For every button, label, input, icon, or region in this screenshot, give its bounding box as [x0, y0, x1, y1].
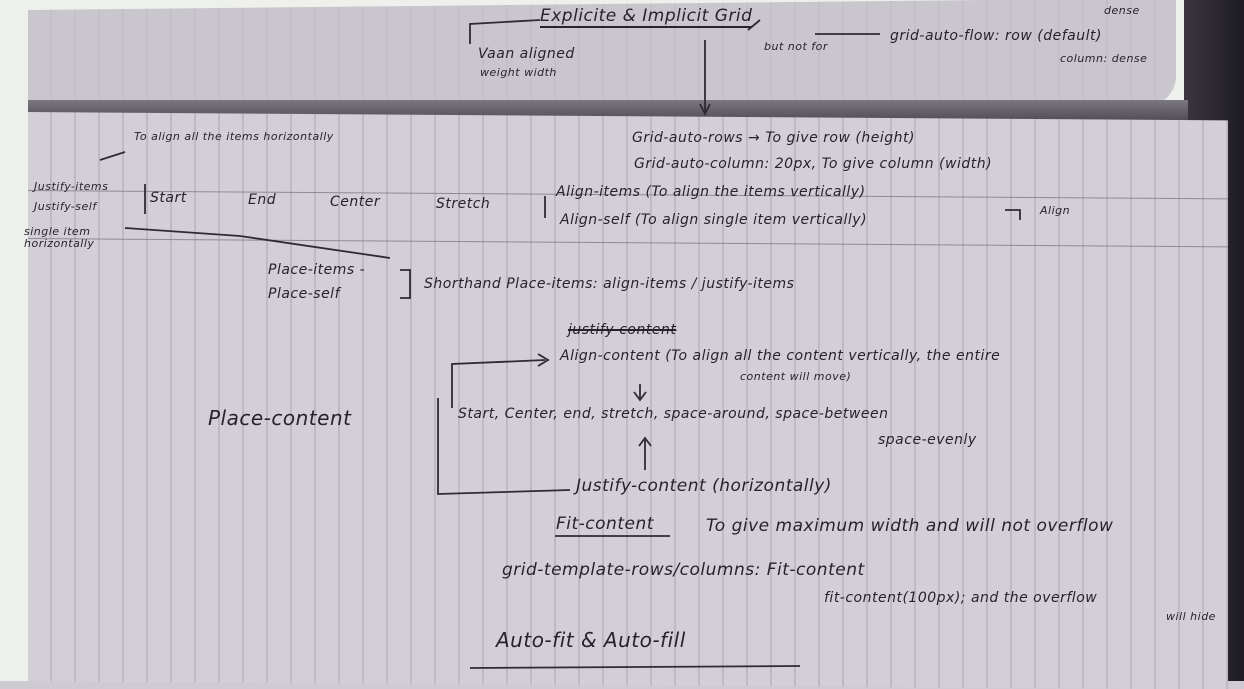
note-align-content-2: content will move)	[740, 370, 852, 383]
note-fit-content-px-2: will hide	[1166, 610, 1216, 623]
note-shorthand: Shorthand Place-items: align-items / jus…	[424, 276, 795, 292]
note-align-right: Align	[1040, 204, 1071, 217]
note-grid-template: grid-template-rows/columns: Fit-content	[502, 560, 865, 580]
note-top-left-2: weight width	[480, 66, 557, 79]
value-end: End	[248, 192, 277, 208]
note-auto-cols: Grid-auto-column: 20px, To give column (…	[634, 156, 993, 172]
note-justify-self: Justify-self	[34, 200, 97, 213]
note-single-item: single item horizontally	[24, 225, 95, 250]
note-top-corner: dense	[1104, 4, 1140, 17]
note-fit-content-desc: To give maximum width and will not overf…	[706, 516, 1114, 536]
note-align-items: Align-items (To align the items vertical…	[556, 184, 866, 200]
note-auto-rows: Grid-auto-rows → To give row (height)	[632, 130, 915, 146]
note-top-left-1: Vaan aligned	[478, 46, 575, 62]
note-place-self: Place-self	[268, 286, 340, 302]
note-place-items: Place-items -	[268, 262, 366, 278]
note-fit-content: Fit-content	[556, 514, 654, 534]
note-content-values: Start, Center, end, stretch, space-aroun…	[458, 406, 889, 422]
value-center: Center	[330, 194, 381, 210]
note-top-title: Explicite & Implicit Grid	[540, 6, 753, 28]
note-auto-fit: Auto-fit & Auto-fill	[496, 628, 686, 652]
note-top-right-1: grid-auto-flow: row (default)	[890, 28, 1102, 44]
note-place-content: Place-content	[208, 406, 352, 430]
note-align-all: To align all the items horizontally	[134, 130, 334, 143]
value-stretch: Stretch	[436, 196, 491, 212]
note-fit-content-px: fit-content(100px); and the overflow	[824, 590, 1098, 606]
note-top-right-2: column: dense	[1060, 52, 1148, 65]
note-align-content: Align-content (To align all the content …	[560, 348, 1001, 364]
note-justify-items: Justify-items	[34, 180, 109, 193]
note-align-self: Align-self (To align single item vertica…	[560, 212, 868, 228]
note-space-evenly: space-evenly	[878, 432, 977, 448]
note-justify-content: Justify-content (horizontally)	[576, 476, 832, 496]
note-struck: justify-content	[568, 322, 677, 338]
value-start: Start	[150, 190, 187, 206]
note-top-mid: but not for	[764, 40, 828, 53]
